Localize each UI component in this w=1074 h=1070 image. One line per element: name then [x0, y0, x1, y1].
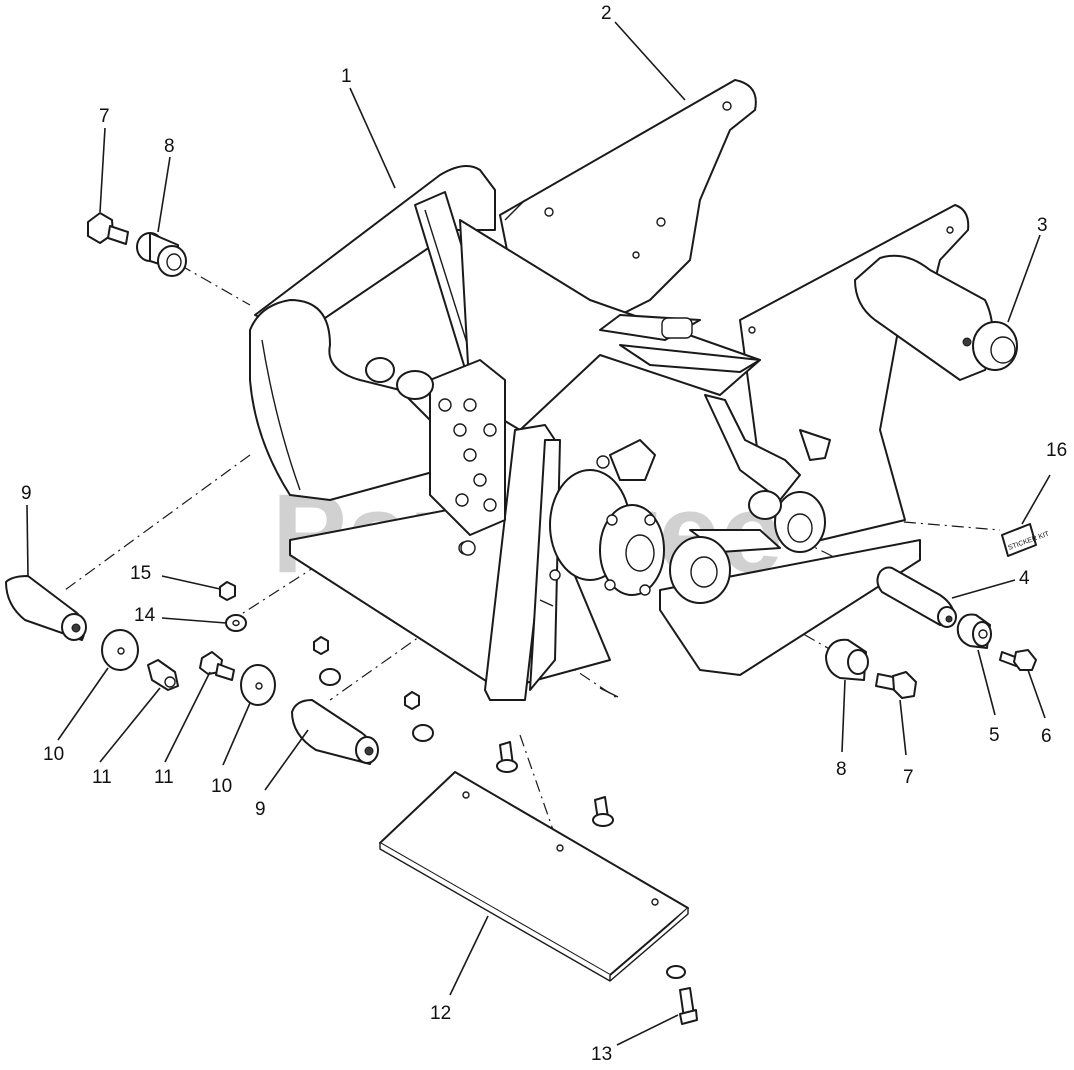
part-6-bolt	[999, 649, 1037, 671]
part-3-cylinder-plate	[739, 204, 1018, 546]
callout-14: 14	[134, 605, 156, 626]
callout-5: 5	[989, 725, 1000, 746]
part-7-bolt-left	[87, 212, 129, 245]
callout-2: 2	[601, 3, 612, 24]
sprocket	[429, 359, 506, 555]
part-14-washer	[225, 614, 247, 632]
callout-labels: 1 2 3 4 5 6 7 7 8 8 9 9 10 10 11 11 12 1…	[21, 3, 1067, 1065]
leader-lines	[26, 21, 1051, 1046]
callout-11-left: 11	[92, 767, 112, 788]
pivot-hook	[661, 317, 826, 604]
callout-16: 16	[1046, 440, 1067, 461]
callout-10-left: 10	[43, 744, 64, 765]
part-4-pin	[876, 566, 957, 628]
part-1-main-frame	[249, 165, 921, 701]
part-7-bolt-right	[875, 671, 917, 699]
callout-7-right: 7	[903, 767, 914, 788]
part-9-roller-left	[5, 575, 87, 641]
part-13-bolt	[666, 965, 698, 1025]
part-11-bolt-middle	[199, 651, 235, 681]
part-11-bolt-left	[147, 659, 179, 691]
part-10-washer-middle	[240, 664, 276, 706]
part-5-collar	[956, 613, 992, 649]
callout-4: 4	[1019, 568, 1030, 589]
callout-3: 3	[1037, 215, 1048, 236]
callout-7-left: 7	[99, 106, 110, 127]
callout-12: 12	[430, 1003, 451, 1024]
part-8-bushing-left	[136, 232, 187, 277]
nut-washer-middle-2	[404, 691, 434, 742]
callout-8-left: 8	[164, 136, 175, 157]
part-10-washer-left	[101, 629, 139, 671]
part-15-nut	[219, 581, 236, 601]
part-16-sticker-kit: STICKER KIT	[1001, 523, 1051, 557]
callout-15: 15	[130, 563, 151, 584]
callout-6: 6	[1041, 726, 1052, 747]
callout-10-middle: 10	[211, 776, 232, 797]
hydraulic-motor	[549, 439, 665, 596]
callout-11-middle: 11	[154, 767, 174, 788]
nut-washer-middle-1	[313, 636, 341, 686]
callout-9-middle: 9	[255, 799, 266, 820]
part-9-roller-middle	[291, 699, 379, 765]
callout-13: 13	[591, 1044, 612, 1065]
callout-1: 1	[341, 66, 352, 87]
part-8-bushing-right	[825, 638, 869, 681]
callout-9-left: 9	[21, 483, 32, 504]
part-12-bottom-plate	[379, 741, 689, 982]
callout-8-right: 8	[836, 759, 847, 780]
